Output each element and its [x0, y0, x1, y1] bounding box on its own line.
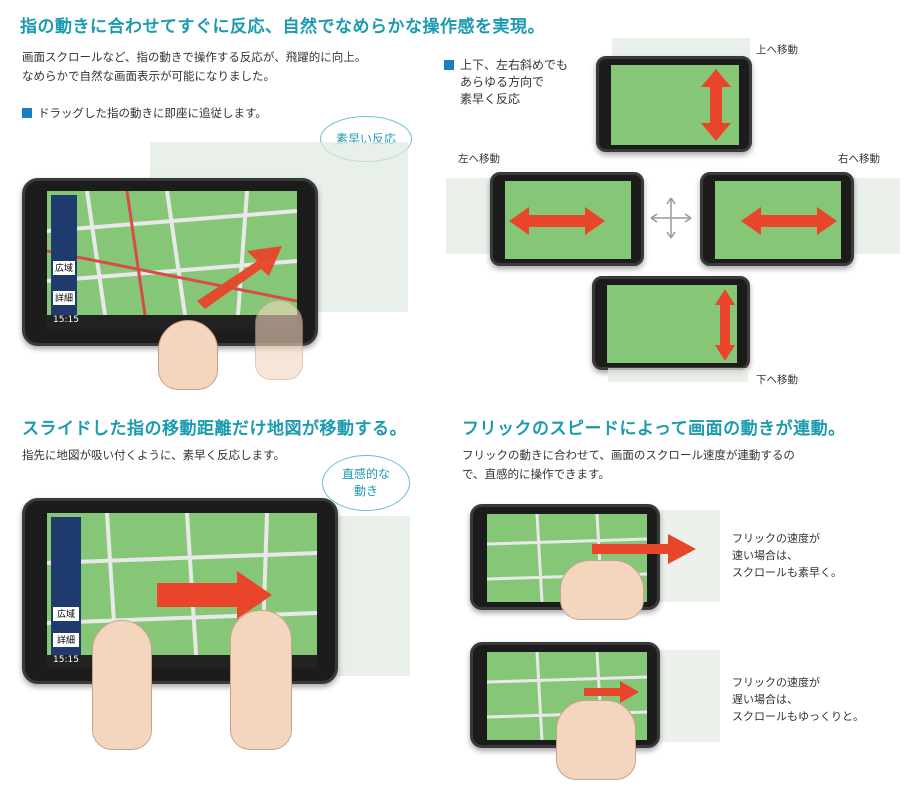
up-arrow-graphic: [611, 65, 739, 145]
map-overlay-down: [608, 368, 748, 382]
slow-text: フリックの速度が 遅い場合は、 スクロールもゆっくりと。: [732, 674, 864, 725]
direction-bullet: 上下、左右斜めでも あらゆる方向で 素早く反応: [444, 57, 568, 108]
slow-line1: フリックの速度が: [732, 676, 820, 689]
right-arrow-graphic: [715, 181, 841, 259]
map-screen-left: [505, 181, 631, 259]
direction-bullet-line1: 上下、左右斜めでも: [460, 58, 569, 72]
up-move-label: 上へ移動: [756, 44, 798, 56]
device-up: [596, 56, 752, 152]
direction-bullet-line3: 素早く反応: [460, 92, 521, 106]
map-screen-right: [715, 181, 841, 259]
wide-button-slide[interactable]: 広域: [53, 607, 79, 621]
slow-arrow-icon: [584, 681, 639, 703]
direction-bullet-line2: あらゆる方向で: [460, 75, 545, 89]
drag-bullet-text: ドラッグした指の動きに即座に追従します。: [38, 106, 267, 120]
detail-button-slide[interactable]: 詳細: [53, 633, 79, 647]
fast-arrow-icon: [592, 534, 696, 564]
flick-desc-line1: フリックの動きに合わせて、画面のスクロール速度が連動するの: [462, 448, 795, 462]
slow-line3: スクロールもゆっくりと。: [732, 710, 864, 723]
four-way-arrow-icon: [650, 197, 692, 239]
status-bar: 15:15: [47, 315, 297, 329]
map-screen-up: [611, 65, 739, 145]
fast-line2: 速い場合は、: [732, 549, 798, 562]
slow-line2: 遅い場合は、: [732, 693, 798, 706]
map-screen-down: [607, 285, 737, 363]
flick-desc-line2: で、直感的に操作できます。: [462, 467, 610, 481]
left-hand-illustration: [92, 620, 152, 750]
detail-button[interactable]: 詳細: [53, 291, 75, 305]
map-screen: 広域 詳細 15:15: [47, 191, 297, 329]
hand-illustration: [158, 320, 218, 390]
response-desc-line1: 画面スクロールなど、指の動きで操作する反応が、飛躍的に向上。: [22, 50, 367, 64]
down-arrow-graphic: [607, 285, 737, 363]
right-hand-illustration: [230, 610, 292, 750]
device-left: [490, 172, 644, 266]
navigation-device: 広域 詳細 15:15: [22, 178, 318, 346]
hand-ghost-illustration: [255, 300, 303, 380]
clock-readout: 15:15: [53, 315, 79, 325]
response-desc-line2: なめらかで自然な画面表示が可能になりました。: [22, 69, 275, 83]
left-arrow-graphic: [505, 181, 631, 259]
map-overlay-slide: [330, 516, 410, 676]
right-move-label: 右へ移動: [838, 153, 880, 165]
hand-flick-fast: [560, 560, 644, 620]
section-heading-flick: フリックのスピードによって画面の動きが連動。: [462, 419, 846, 439]
square-bullet-icon: [444, 60, 454, 70]
hand-flick-slow: [556, 700, 636, 780]
drag-bullet: ドラッグした指の動きに即座に追従します。: [22, 104, 267, 123]
section-heading-slide: スライドした指の移動距離だけ地図が移動する。: [22, 419, 407, 439]
down-move-label: 下へ移動: [756, 374, 798, 386]
fast-line3: スクロールも素早く。: [732, 566, 842, 579]
slide-desc: 指先に地図が吸い付くように、素早く反応します。: [22, 448, 286, 462]
left-move-label: 左へ移動: [458, 153, 500, 165]
fast-text: フリックの速度が 速い場合は、 スクロールも素早く。: [732, 530, 842, 581]
intuitive-bubble: 直感的な 動き: [322, 455, 410, 511]
fast-line1: フリックの速度が: [732, 532, 820, 545]
map-roads-graphic: [47, 191, 297, 329]
intuitive-line1: 直感的な: [341, 467, 390, 481]
intuitive-line2: 動き: [353, 484, 378, 498]
square-bullet-icon: [22, 108, 32, 118]
wide-button[interactable]: 広域: [53, 261, 75, 275]
clock-readout-slide: 15:15: [53, 655, 79, 665]
device-right: [700, 172, 854, 266]
device-down: [592, 276, 750, 370]
section-heading-response: 指の動きに合わせてすぐに反応、自然でなめらかな操作感を実現。: [20, 17, 545, 37]
